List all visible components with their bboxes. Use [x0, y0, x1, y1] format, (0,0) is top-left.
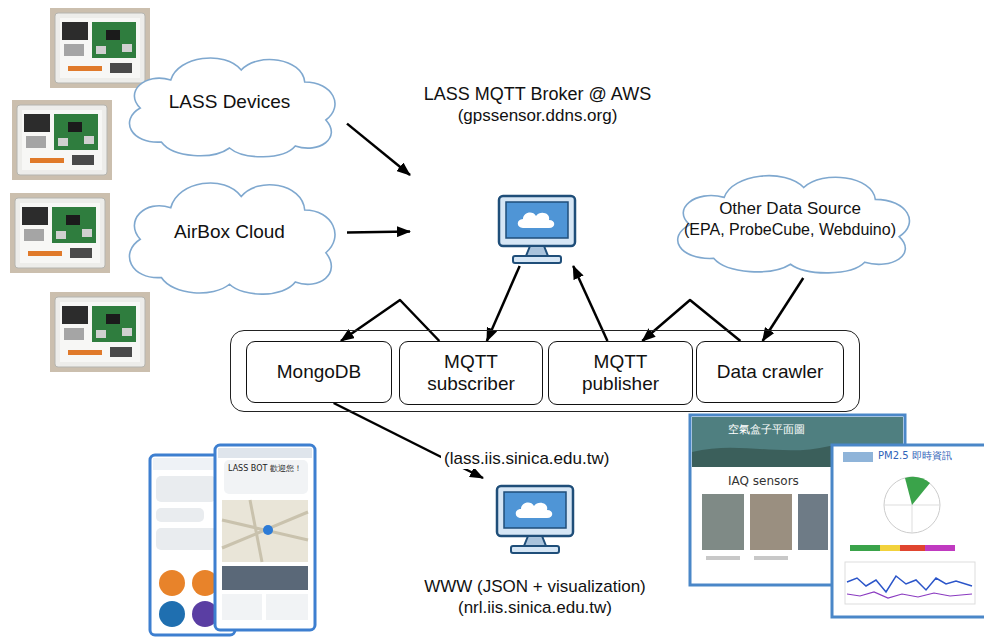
screenshot-text: LASS BOT 歡迎您！ — [228, 464, 302, 474]
line-series — [847, 592, 972, 598]
menu-icon — [159, 601, 185, 627]
polar-axes — [884, 477, 940, 533]
scale-bar — [850, 545, 880, 551]
service-box: MQTT subscriber — [399, 341, 543, 405]
cloud-shape — [129, 183, 335, 294]
line-series — [847, 576, 972, 592]
sensor-photo — [798, 494, 828, 550]
node-label: LASS Devices — [169, 91, 290, 114]
service-box: MongoDB — [246, 341, 392, 403]
data-flow-arrow — [642, 300, 740, 341]
chat-bubble — [224, 460, 308, 494]
map-roads — [222, 500, 308, 562]
connector-group — [334, 124, 804, 478]
node-label: AirBox Cloud — [174, 221, 285, 244]
menu-icon — [159, 570, 185, 596]
scale-bar — [900, 545, 925, 551]
device-photo — [50, 292, 150, 372]
server-icon — [499, 196, 575, 263]
data-flow-arrow — [347, 231, 410, 232]
server-label: LASS MQTT Broker @ AWS — [424, 84, 651, 106]
server-label: (gpssensor.ddns.org) — [458, 106, 618, 126]
chat-bubble — [156, 528, 222, 550]
cloud-shape — [677, 176, 909, 273]
screenshot-text: 空氣盒子平面圖 — [728, 423, 805, 436]
map-pin — [263, 525, 273, 535]
broker-host: LASS MQTT Broker @ AWS(gpssensor.ddns.or… — [410, 84, 665, 266]
line-chart-frame — [845, 562, 975, 604]
node-label: (EPA, ProbeCube, Webduino) — [684, 220, 896, 239]
web-host: WWW (JSON + visualization)(nrl.iis.sinic… — [405, 478, 665, 618]
chat-bubble — [156, 508, 204, 522]
page-frame — [832, 445, 984, 617]
device-cloud: AirBox Cloud — [112, 165, 347, 300]
scale-bar — [880, 545, 900, 551]
polar-chart — [884, 477, 940, 533]
device-cloud: LASS Devices — [112, 42, 347, 162]
phone-frame — [215, 445, 315, 630]
data-flow-arrow — [341, 300, 439, 341]
node-label: MQTT publisher — [557, 351, 684, 395]
caption-bar — [754, 556, 788, 560]
info-card — [222, 566, 308, 590]
sensor-photo — [750, 494, 792, 550]
server-group: (lass.iis.sinica.edu.tw)MongoDBMQTT subs… — [230, 330, 860, 412]
cloud-outline — [658, 160, 923, 278]
data-source-cloud: Other Data Source(EPA, ProbeCube, Webdui… — [658, 160, 923, 278]
info-card — [222, 594, 262, 620]
device-photo — [12, 100, 112, 180]
node-label: MQTT subscriber — [408, 351, 534, 395]
logo-mark — [843, 452, 873, 462]
web-screenshot — [832, 445, 984, 617]
node-label: Data crawler — [717, 361, 824, 383]
sensor-photo — [702, 494, 744, 550]
caption-bar — [706, 556, 740, 560]
device-photo — [10, 193, 110, 273]
host-label: (lass.iis.sinica.edu.tw) — [441, 449, 612, 469]
node-label: Other Data Source — [719, 199, 861, 219]
cloud-shape — [129, 58, 335, 157]
screenshot-text: IAQ sensors — [728, 474, 799, 488]
service-box: Data crawler — [696, 341, 844, 403]
map-image — [222, 500, 308, 562]
chat-bubble — [156, 476, 216, 502]
node-label: MongoDB — [277, 361, 362, 383]
device-photo — [50, 8, 150, 88]
page-banner — [692, 417, 903, 467]
server-icon — [497, 486, 573, 553]
data-flow-arrow — [347, 124, 410, 175]
polar-wedge — [905, 477, 930, 505]
phone-header — [218, 448, 312, 458]
phone-screenshot — [215, 445, 315, 630]
screenshot-text: PM2.5 即時資訊 — [878, 450, 952, 462]
server-label: (nrl.iis.sinica.edu.tw) — [458, 598, 612, 618]
server-label: WWW (JSON + visualization) — [424, 577, 646, 597]
scale-bar — [925, 545, 955, 551]
service-box: MQTT publisher — [548, 341, 693, 405]
data-flow-arrow — [763, 278, 804, 341]
info-card — [266, 594, 308, 620]
